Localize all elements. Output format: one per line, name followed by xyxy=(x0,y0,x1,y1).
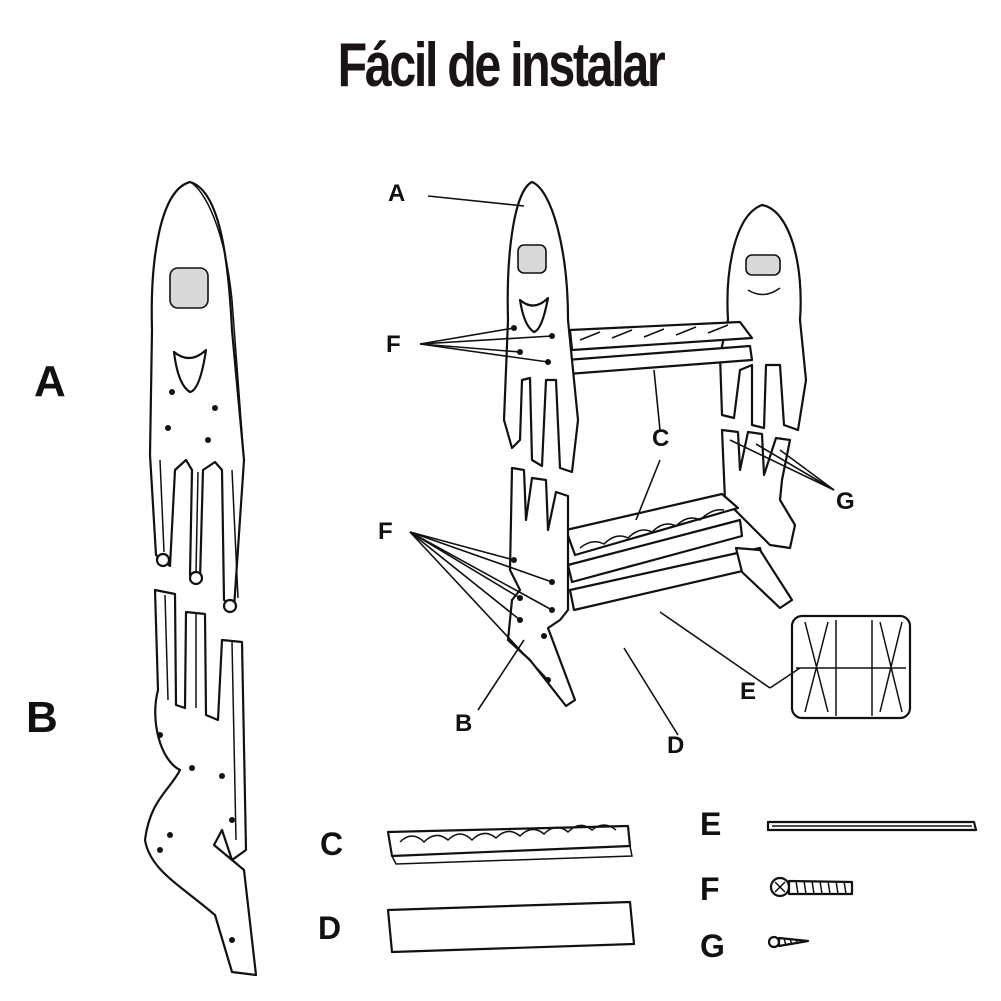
label-g-rack: G xyxy=(836,488,855,515)
label-e-part: E xyxy=(700,806,722,842)
part-g-screw xyxy=(767,935,810,949)
assembled-rack xyxy=(502,180,912,720)
label-d-part: D xyxy=(318,910,342,946)
label-a-rack: A xyxy=(388,180,406,207)
label-b-large: B xyxy=(26,693,58,742)
label-f-part: F xyxy=(700,871,720,907)
page-title: Fácil de instalar xyxy=(337,31,666,100)
label-b-rack: B xyxy=(455,710,473,737)
part-b-large xyxy=(143,588,258,977)
part-e-rod xyxy=(766,820,978,832)
part-f-screw xyxy=(769,876,854,898)
label-f-upper: F xyxy=(386,331,401,358)
label-c-part: C xyxy=(320,826,344,862)
label-g-part: G xyxy=(700,928,725,964)
part-c-small xyxy=(386,824,633,865)
part-a-large xyxy=(148,180,246,614)
label-f-lower: F xyxy=(378,518,393,545)
leader-lines xyxy=(409,195,835,736)
label-c-rack: C xyxy=(652,425,670,452)
part-d-small xyxy=(386,900,636,954)
label-a-large: A xyxy=(34,357,66,406)
label-d-rack: D xyxy=(667,732,685,759)
label-e-rack: E xyxy=(740,678,757,705)
